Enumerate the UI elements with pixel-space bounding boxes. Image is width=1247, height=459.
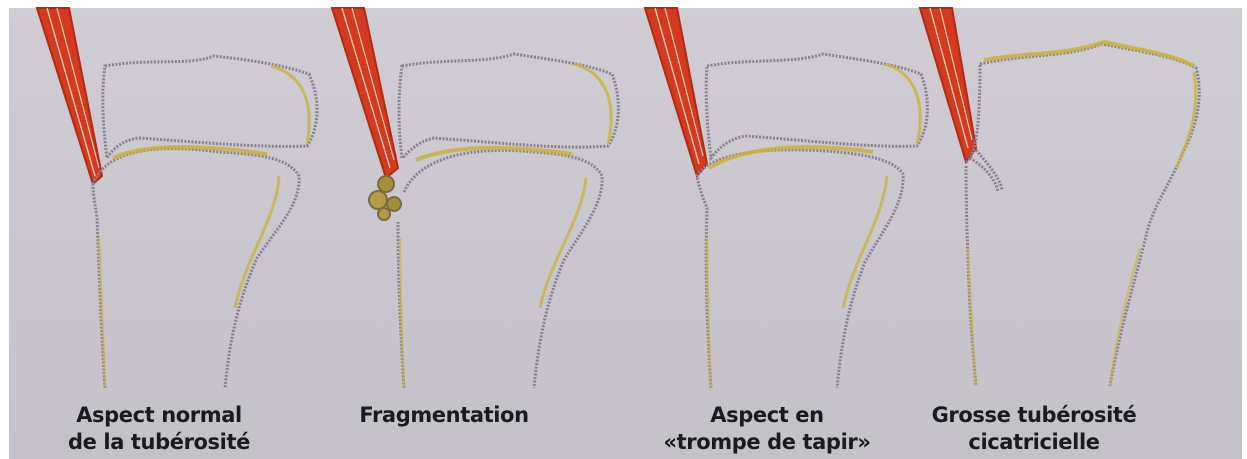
caption-large-tuberosity: Grosse tubérosité cicatricielle bbox=[904, 402, 1164, 456]
upper-bone-outline bbox=[980, 44, 1199, 228]
caption-line: «trompe de tapir» bbox=[617, 429, 917, 456]
upper-bone-outline bbox=[706, 54, 927, 158]
illustration-plate: Aspect normal de la tubérosité bbox=[9, 8, 1242, 459]
caption-line: cicatricielle bbox=[904, 429, 1164, 456]
caption-fragmentation: Fragmentation bbox=[344, 402, 544, 429]
knee-normal-illustration bbox=[9, 8, 309, 408]
caption-normal: Aspect normal de la tubérosité bbox=[49, 402, 269, 456]
knee-large-tuberosity-illustration bbox=[914, 8, 1234, 408]
patellar-tendon bbox=[645, 8, 707, 176]
panel-tapir-trunk: Aspect en «trompe de tapir» bbox=[637, 8, 937, 459]
tibia-outline bbox=[398, 150, 602, 388]
panel-large-tuberosity: Grosse tubérosité cicatricielle bbox=[914, 8, 1234, 459]
caption-line: de la tubérosité bbox=[49, 429, 269, 456]
caption-line: Fragmentation bbox=[344, 402, 544, 429]
knee-tapir-trunk-illustration bbox=[637, 8, 937, 408]
caption-line: Aspect en bbox=[617, 402, 917, 429]
caption-line: Aspect normal bbox=[49, 402, 269, 429]
tibia-outline bbox=[966, 166, 1148, 386]
patellar-tendon bbox=[920, 8, 976, 162]
patellar-tendon bbox=[332, 8, 398, 178]
panel-fragmentation: Fragmentation bbox=[324, 8, 624, 459]
caption-line: Grosse tubérosité bbox=[904, 402, 1164, 429]
knee-fragmentation-illustration bbox=[324, 8, 624, 408]
caption-tapir-trunk: Aspect en «trompe de tapir» bbox=[617, 402, 917, 456]
tibia-outline bbox=[697, 150, 903, 388]
panel-normal: Aspect normal de la tubérosité bbox=[9, 8, 309, 459]
tibia-outline bbox=[93, 149, 299, 388]
patellar-tendon bbox=[37, 8, 102, 184]
tuberosity-fragments bbox=[369, 176, 401, 220]
